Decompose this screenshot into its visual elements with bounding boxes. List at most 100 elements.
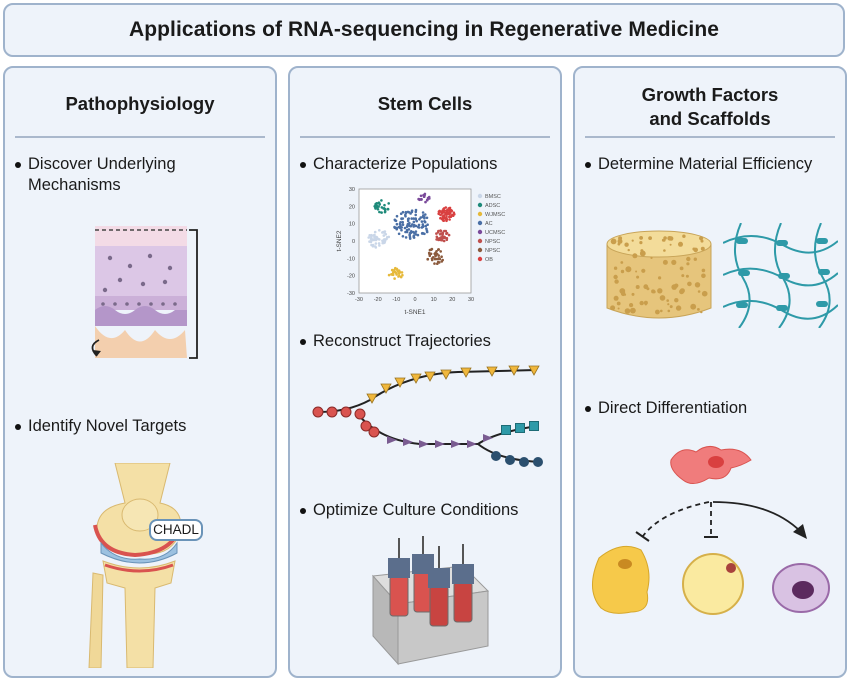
crosslink-nodes [736, 238, 830, 311]
reactor-vessels [388, 536, 474, 627]
legend-swatch [477, 238, 483, 244]
data-point [401, 223, 405, 226]
data-point [414, 217, 417, 220]
trajectory-node-navy [519, 457, 529, 467]
trajectory-node-yellow [380, 383, 392, 394]
pore [613, 274, 618, 280]
pore [631, 292, 635, 296]
data-point [397, 225, 401, 229]
data-point [419, 216, 422, 219]
pore [662, 238, 666, 242]
data-point [409, 231, 412, 235]
data-point [398, 222, 402, 226]
data-point [375, 202, 379, 205]
data-point [387, 202, 390, 205]
data-point [382, 234, 386, 237]
page-title: Applications of RNA-sequencing in Regene… [128, 18, 720, 41]
data-point [445, 238, 449, 242]
data-point [431, 256, 435, 259]
bullet-dot-icon [300, 339, 306, 345]
tissue-middle-layer [95, 246, 187, 298]
data-point [401, 273, 404, 277]
trajectory-node-yellow [394, 377, 406, 388]
pore [662, 259, 668, 265]
pore [686, 262, 690, 266]
stem-cell-nucleus [708, 456, 724, 468]
data-point [451, 214, 455, 217]
data-point [376, 208, 380, 211]
pore [636, 275, 640, 279]
data-point [400, 226, 403, 229]
data-point [383, 209, 387, 213]
bullet-text: Determine Material Efficiency [598, 155, 813, 173]
legend-swatch [477, 229, 483, 235]
trajectory-node-purple [435, 440, 445, 448]
bioreactor-illustration [371, 536, 490, 666]
panel-stem-cells: Stem Cells Characterize Populations -30-… [288, 66, 562, 678]
pore [630, 307, 636, 314]
panel-growth-factors-scaffolds: Growth Factors and Scaffolds Determine M… [573, 66, 847, 678]
x-tick-label: -30 [355, 297, 363, 303]
data-point [378, 210, 381, 214]
pore [700, 310, 703, 314]
data-point [430, 247, 434, 251]
data-point [409, 212, 412, 215]
pore [682, 234, 686, 238]
pore [686, 256, 691, 262]
data-point [396, 269, 400, 272]
y-tick-label: -30 [347, 291, 355, 297]
pore [697, 308, 700, 311]
pore [660, 309, 663, 313]
pore [690, 303, 697, 310]
y-axis-label: t-SNE2 [336, 230, 343, 251]
data-point [400, 228, 403, 232]
data-point [384, 233, 388, 236]
data-point [374, 235, 377, 239]
data-point [427, 195, 431, 199]
legend-swatch [477, 211, 483, 217]
depth-bracket [189, 229, 198, 359]
data-point [408, 237, 412, 240]
gene-label-badge: CHADL [149, 519, 203, 541]
bullet-item: Determine Material Efficiency [585, 154, 815, 175]
pore [671, 259, 677, 265]
trajectory-node-purple [483, 434, 493, 442]
data-point [404, 215, 407, 218]
data-point [404, 236, 408, 239]
data-point [438, 233, 442, 236]
chondrocyte-cell [682, 553, 744, 615]
data-point [443, 236, 446, 239]
trajectory-node-start [360, 420, 372, 432]
data-point [423, 220, 426, 223]
trajectory-node-yellow [424, 371, 436, 382]
panel-heading-line1: Growth Factors [641, 84, 779, 105]
data-point [397, 272, 401, 275]
bullet-dot-icon [15, 424, 21, 430]
data-point [435, 238, 438, 241]
data-point [387, 235, 391, 239]
pore [635, 270, 638, 273]
data-point [387, 273, 391, 277]
pore [631, 239, 634, 242]
y-tick-label: 10 [349, 222, 355, 228]
data-point [412, 234, 416, 238]
tissue-wavy-layer [95, 306, 187, 326]
data-point [448, 207, 451, 211]
hydrogel-network-illustration [723, 223, 838, 328]
data-point [421, 224, 425, 228]
data-point [440, 255, 443, 258]
data-point [442, 239, 446, 243]
data-point [371, 243, 375, 247]
pore [679, 266, 684, 271]
bullet-text: Discover Underlying Mechanisms [28, 155, 176, 194]
tissue-top-layer [95, 226, 187, 246]
pore [693, 257, 697, 261]
data-point [407, 217, 410, 220]
trajectory-node-teal [501, 425, 511, 435]
data-point [437, 248, 440, 251]
pore [671, 284, 677, 290]
pore [679, 289, 685, 295]
pore [687, 281, 692, 287]
